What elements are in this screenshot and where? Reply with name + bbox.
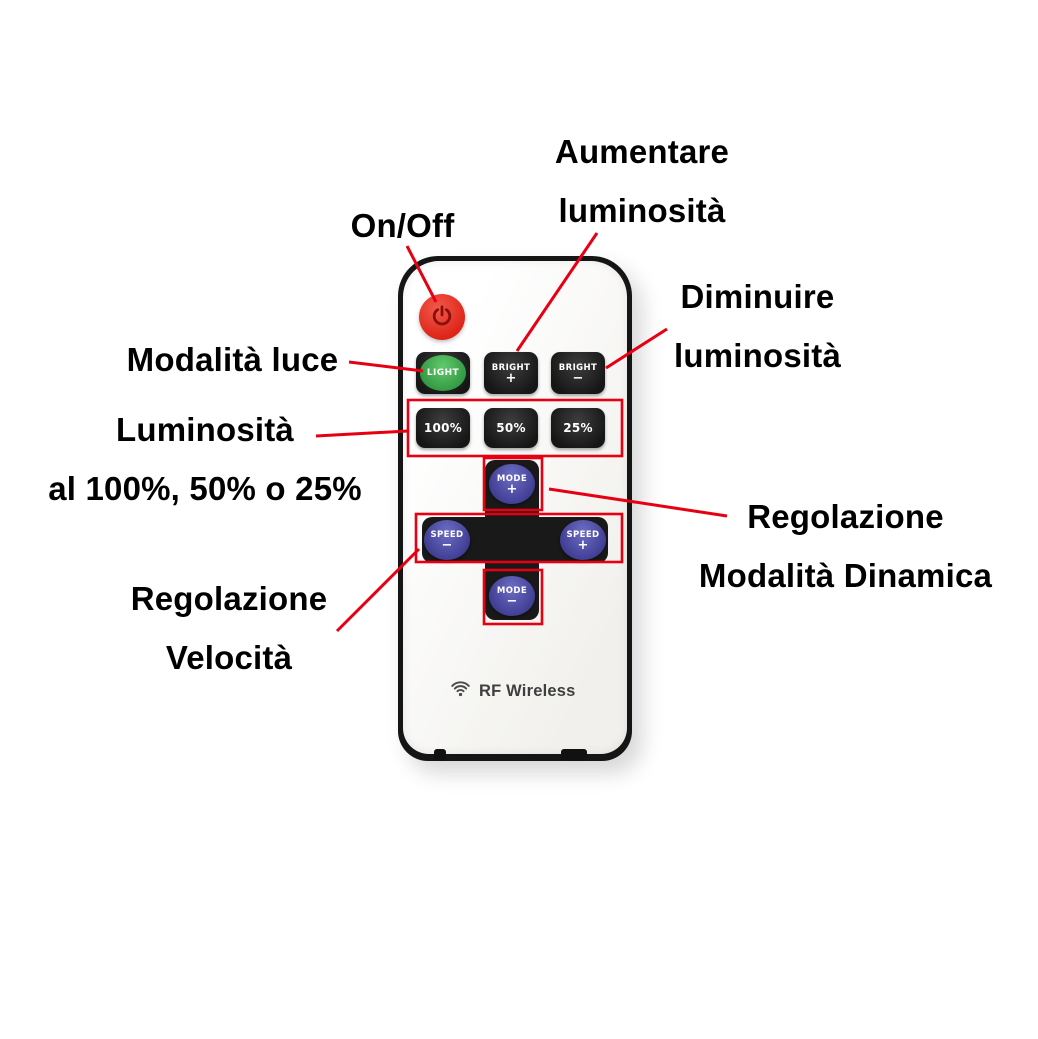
bright-up-sign: +: [505, 370, 517, 386]
brightness-25-label: 25%: [563, 421, 593, 435]
speed-down-button[interactable]: SPEED −: [424, 520, 470, 560]
light-keycap: LIGHT: [420, 355, 466, 391]
light-mode-label: Modalità luce: [105, 330, 360, 389]
brightness-levels-label: Luminosità al 100%, 50% o 25%: [35, 400, 375, 518]
light-mode-text: Modalità luce: [126, 341, 339, 378]
increase-brightness-label: Aumentare luminosità: [527, 122, 757, 240]
light-label: LIGHT: [426, 368, 460, 378]
remote-control: LIGHT BRIGHT + BRIGHT − 100% 50% 25% MOD…: [398, 256, 632, 761]
mode-up-sign: +: [506, 481, 518, 497]
brightness-50-label: 50%: [496, 421, 526, 435]
brightness-levels-line1: Luminosità: [115, 411, 294, 448]
speed-label: Regolazione Velocità: [98, 569, 360, 687]
mode-up-button[interactable]: MODE +: [489, 464, 535, 504]
bright-down-label: BRIGHT: [558, 362, 598, 373]
speed-up-button[interactable]: SPEED +: [560, 520, 606, 560]
bright-up-label: BRIGHT: [491, 362, 531, 373]
bright-down-sign: −: [572, 370, 584, 386]
bottom-port-right: [561, 749, 587, 761]
wifi-icon: [450, 680, 471, 703]
decrease-brightness-line2: luminosità: [673, 337, 842, 374]
dynamic-mode-line2: Modalità Dinamica: [698, 557, 993, 594]
bright-up-button[interactable]: BRIGHT +: [484, 352, 538, 394]
mode-down-sign: −: [506, 593, 518, 609]
brightness-levels-line2: al 100%, 50% o 25%: [48, 470, 362, 507]
on-off-text: On/Off: [350, 207, 455, 244]
speed-line1: Regolazione: [130, 580, 328, 617]
power-button[interactable]: [419, 294, 465, 340]
light-mode-button[interactable]: LIGHT: [416, 352, 470, 394]
bottom-port-left: [434, 749, 446, 761]
decrease-brightness-line1: Diminuire: [680, 278, 835, 315]
speed-up-sign: +: [577, 537, 589, 553]
brightness-25-button[interactable]: 25%: [551, 408, 605, 448]
brightness-50-button[interactable]: 50%: [484, 408, 538, 448]
power-icon: [429, 303, 455, 332]
increase-brightness-line2: luminosità: [558, 192, 726, 229]
dynamic-mode-label: Regolazione Modalità Dinamica: [678, 487, 1013, 605]
bright-down-button[interactable]: BRIGHT −: [551, 352, 605, 394]
brightness-100-button[interactable]: 100%: [416, 408, 470, 448]
on-off-label: On/Off: [330, 196, 475, 255]
speed-down-sign: −: [441, 537, 453, 553]
speed-line2: Velocità: [165, 639, 293, 676]
mode-down-button[interactable]: MODE −: [489, 576, 535, 616]
brand-row: RF Wireless: [450, 680, 600, 703]
decrease-brightness-label: Diminuire luminosità: [655, 267, 860, 385]
brand-label: RF Wireless: [479, 682, 576, 700]
increase-brightness-line1: Aumentare: [554, 133, 730, 170]
brightness-100-label: 100%: [423, 421, 463, 435]
dynamic-mode-line1: Regolazione: [747, 498, 944, 535]
